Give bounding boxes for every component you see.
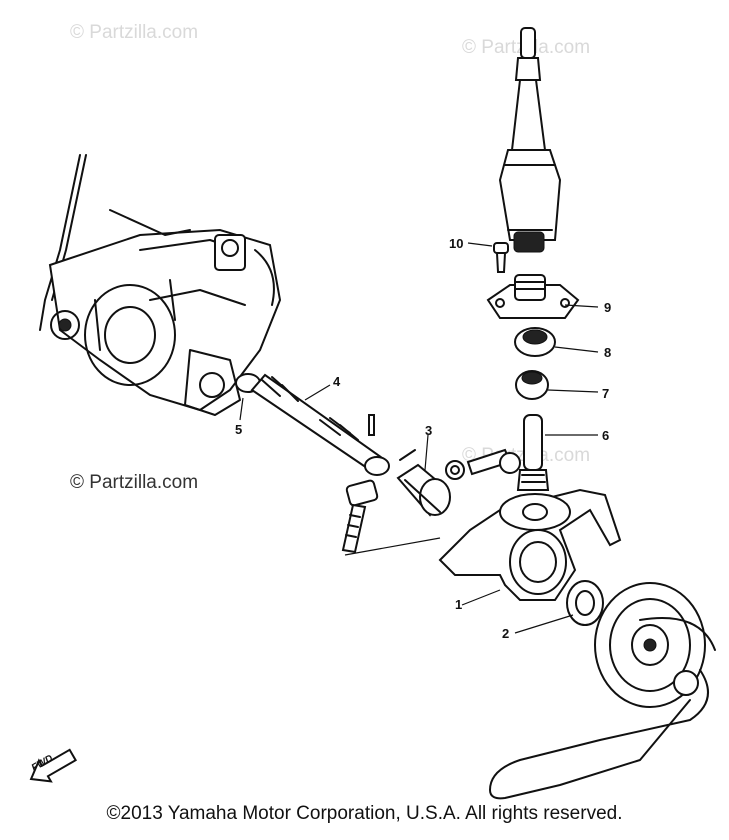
fwd-arrow-icon [29, 748, 78, 783]
pulley-wheel [594, 582, 706, 708]
part-1-housing [438, 488, 622, 601]
part-label-7: 7 [602, 386, 610, 401]
part-label-6: 6 [602, 428, 610, 443]
part-7-bushing [515, 370, 549, 400]
part-9-flange [486, 274, 580, 319]
part-label-1: 1 [455, 597, 463, 612]
part-label-4: 4 [333, 374, 341, 389]
part-3-coupling [396, 449, 451, 517]
part-8-sleeve [514, 327, 556, 357]
part-label-10: 10 [449, 236, 464, 251]
part-label-5: 5 [235, 422, 243, 437]
part-label-2: 2 [502, 626, 510, 641]
watermark-mid-left: © Partzilla.com [70, 472, 199, 493]
parts-diagram [29, 27, 716, 800]
part-label-8: 8 [604, 345, 612, 360]
copyright-footer: ©2013 Yamaha Motor Corporation, U.S.A. A… [106, 803, 623, 824]
watermark-top-left: © Partzilla.com [70, 22, 199, 43]
meter-cable [498, 27, 562, 253]
cable-loop [489, 617, 716, 800]
part-4-shaft [250, 373, 390, 476]
mounting-bolt [341, 479, 379, 554]
part-label-9: 9 [604, 300, 612, 315]
part-2-seal [566, 580, 604, 626]
engine-case [39, 154, 282, 416]
part-6-gear-shaft [516, 414, 550, 491]
part-label-3: 3 [425, 423, 433, 438]
part-10-screw [493, 242, 509, 273]
